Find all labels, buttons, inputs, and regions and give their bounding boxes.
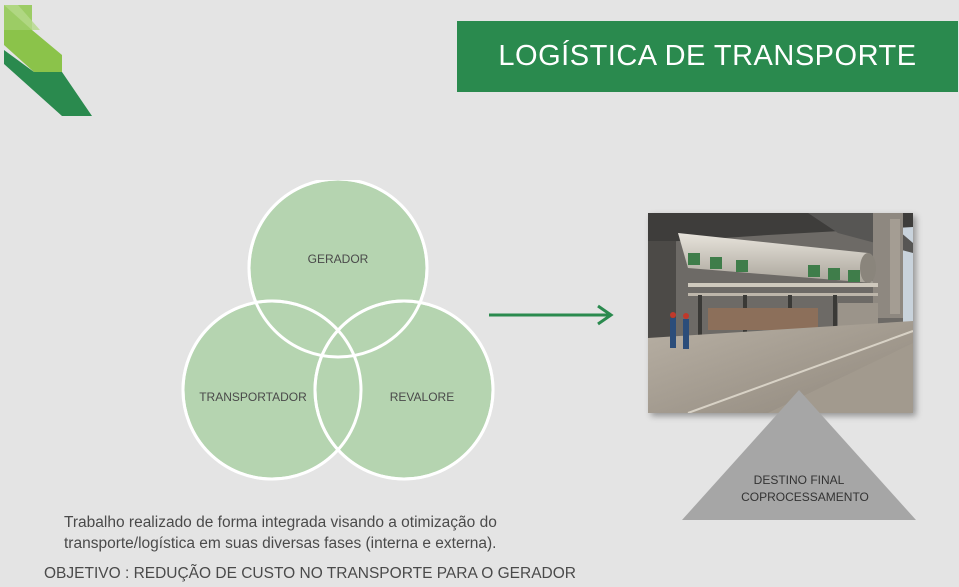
venn-label-revalore: REVALORE bbox=[390, 390, 454, 404]
description-text: Trabalho realizado de forma integrada vi… bbox=[64, 512, 584, 554]
company-logo bbox=[4, 5, 92, 116]
page-title: LOGÍSTICA DE TRANSPORTE bbox=[457, 21, 958, 92]
venn-label-transportador: TRANSPORTADOR bbox=[199, 390, 307, 404]
venn-diagram: GERADOR TRANSPORTADOR REVALORE bbox=[181, 180, 495, 481]
venn-label-gerador: GERADOR bbox=[308, 252, 369, 266]
arrow-right-icon bbox=[489, 304, 614, 326]
objective-text: OBJETIVO : REDUÇÃO DE CUSTO NO TRANSPORT… bbox=[44, 565, 576, 582]
destination-line-1: DESTINO FINAL bbox=[754, 473, 845, 487]
cement-plant-photo bbox=[648, 213, 913, 413]
destination-triangle: DESTINO FINAL COPROCESSAMENTO bbox=[682, 390, 916, 520]
description-line-1: Trabalho realizado de forma integrada vi… bbox=[64, 514, 497, 531]
description-line-2: transporte/logística em suas diversas fa… bbox=[64, 535, 497, 552]
destination-line-2: COPROCESSAMENTO bbox=[741, 490, 869, 504]
